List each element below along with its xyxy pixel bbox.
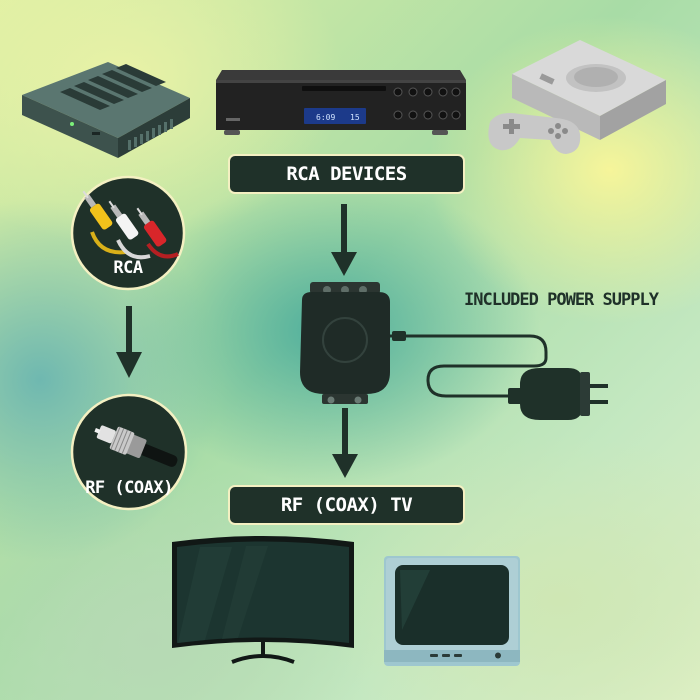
- rca-devices-label: RCA DEVICES: [228, 154, 465, 194]
- rf-coax-tv-text: RF (COAX) TV: [280, 494, 413, 516]
- game-console-icon: [488, 40, 666, 154]
- power-supply-label: INCLUDED POWER SUPPLY: [464, 290, 659, 310]
- rf-circle-badge: [70, 393, 188, 511]
- rca-circle-badge: [70, 175, 186, 291]
- dvd-player-icon: [216, 70, 466, 135]
- rf-coax-label: RF (COAX): [85, 478, 173, 498]
- coax-connector-icon: [94, 425, 178, 467]
- crt-tv-icon: [384, 556, 520, 666]
- dvd-display-track: 15: [350, 113, 360, 122]
- rf-coax-tv-label: RF (COAX) TV: [228, 485, 465, 525]
- rca-devices-text: RCA DEVICES: [286, 163, 407, 185]
- rca-label: RCA: [113, 258, 143, 278]
- arrow-down-left: [116, 306, 142, 378]
- rca-cable-icon: [82, 190, 179, 260]
- rf-converter-icon: [300, 282, 390, 404]
- power-supply-icon: [390, 331, 608, 420]
- dvd-display-time: 6:09: [316, 113, 335, 122]
- set-top-box-icon: [22, 62, 190, 158]
- arrow-down-bottom: [332, 408, 358, 478]
- flat-screen-tv-icon: [172, 536, 354, 664]
- arrow-down-top: [331, 204, 357, 276]
